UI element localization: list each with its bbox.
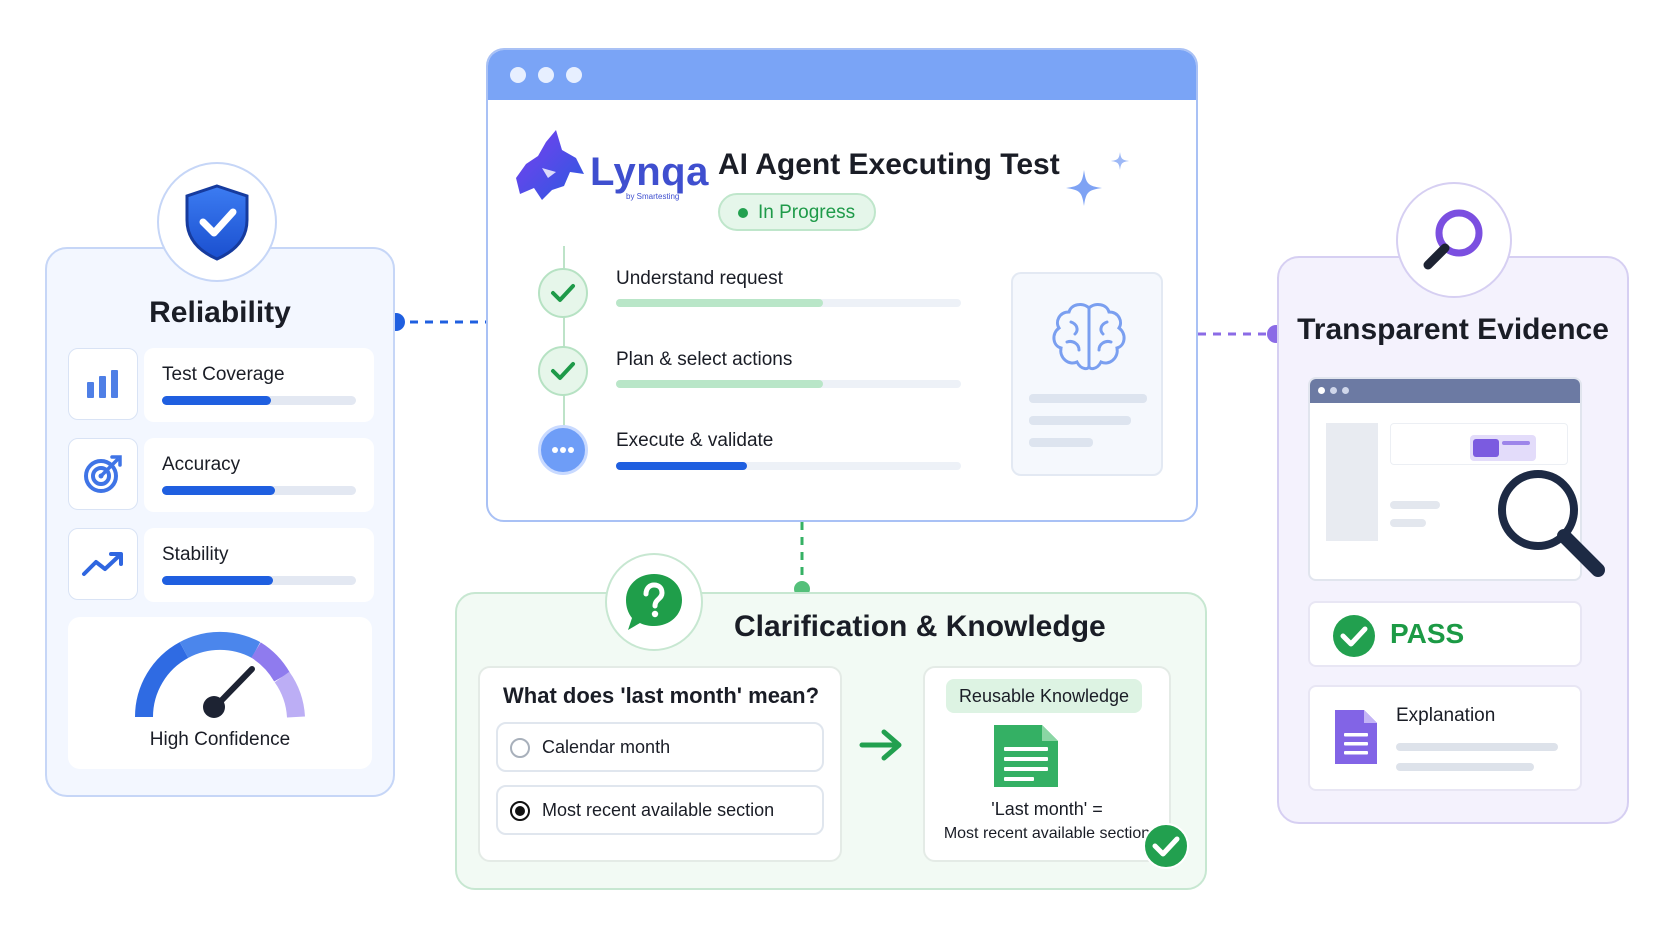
brand-subtitle: by Smartesting xyxy=(626,192,680,201)
explanation-card: Explanation xyxy=(1308,685,1582,791)
metric-label: Accuracy xyxy=(162,454,241,475)
status-text: In Progress xyxy=(758,202,856,223)
step-progress-bar xyxy=(616,299,961,307)
question-chat-icon xyxy=(626,574,682,630)
step-progress-fill xyxy=(616,380,823,388)
evidence-title: Transparent Evidence xyxy=(1297,313,1609,346)
step-progress-fill xyxy=(616,299,823,307)
screenshot-panel xyxy=(1390,423,1568,465)
question-text: What does 'last month' mean? xyxy=(503,683,820,708)
metric-accuracy: Accuracy xyxy=(144,438,374,512)
sparkle-icon xyxy=(1066,152,1129,206)
option-label: Calendar month xyxy=(542,737,671,757)
option-label: Most recent available section xyxy=(542,800,775,820)
step-check-icon xyxy=(538,268,588,318)
window-title-bar xyxy=(488,50,1196,100)
text-placeholder-line xyxy=(1396,743,1558,751)
metric-progress-fill xyxy=(162,576,273,585)
radio-button-selected[interactable] xyxy=(510,801,530,821)
text-placeholder-line xyxy=(1029,416,1131,425)
clarification-badge xyxy=(605,553,703,651)
step-progress-bar xyxy=(616,380,961,388)
knowledge-line-2: Most recent available section xyxy=(943,825,1151,842)
window-dot xyxy=(1330,387,1337,394)
metric-stability: Stability xyxy=(144,528,374,602)
metric-progress-fill xyxy=(162,486,275,495)
text-placeholder-line xyxy=(1029,438,1093,447)
status-dot xyxy=(738,208,748,218)
reliability-badge xyxy=(157,162,277,282)
window-dot xyxy=(1342,387,1349,394)
text-placeholder-line xyxy=(1390,519,1426,527)
status-badge: In Progress xyxy=(718,193,876,231)
result-card: PASS xyxy=(1308,601,1582,667)
check-circle-icon xyxy=(1143,823,1189,869)
arrow-right-icon xyxy=(859,729,902,761)
window-dot xyxy=(510,67,526,83)
step-label: Plan & select actions xyxy=(616,349,793,370)
lynx-logo-icon xyxy=(516,130,584,200)
screenshot-sidebar xyxy=(1326,423,1378,541)
option-calendar-month[interactable]: Calendar month xyxy=(496,722,824,772)
gauge-icon xyxy=(134,632,305,718)
page-title: AI Agent Executing Test xyxy=(718,148,1060,181)
pass-check-icon xyxy=(1333,615,1375,657)
reasoning-card xyxy=(1011,272,1163,476)
step-loading-icon xyxy=(538,425,588,475)
confidence-gauge-card: High Confidence xyxy=(68,617,372,769)
radio-button[interactable] xyxy=(510,738,530,758)
brand-name: Lynqa xyxy=(590,150,709,194)
window-dot xyxy=(1318,387,1325,394)
zoom-magnifier-icon xyxy=(1498,470,1605,577)
knowledge-title: Reusable Knowledge xyxy=(946,679,1142,713)
metric-test-coverage: Test Coverage xyxy=(144,348,374,422)
text-placeholder-line xyxy=(1396,763,1534,771)
brain-icon xyxy=(1052,303,1126,371)
reliability-title: Reliability xyxy=(149,296,291,329)
highlight-line xyxy=(1502,441,1530,445)
metric-progress-bar xyxy=(162,486,356,495)
magnifier-icon xyxy=(1423,209,1483,270)
clarification-title: Clarification & Knowledge xyxy=(734,610,1106,643)
step-progress-fill xyxy=(616,462,748,470)
explanation-label: Explanation xyxy=(1396,705,1496,726)
knowledge-line-1: 'Last month' = xyxy=(991,799,1103,819)
evidence-badge xyxy=(1396,182,1512,298)
option-most-recent-section[interactable]: Most recent available section xyxy=(496,785,824,835)
metric-progress-bar xyxy=(162,576,356,585)
step-label: Understand request xyxy=(616,268,783,289)
step-label: Execute & validate xyxy=(616,430,774,451)
step-check-icon xyxy=(538,346,588,396)
text-placeholder-line xyxy=(1029,394,1147,403)
screenshot-title-bar xyxy=(1310,379,1580,403)
metric-label: Stability xyxy=(162,544,229,565)
bar-chart-icon xyxy=(68,348,138,420)
window-dot xyxy=(538,67,554,83)
metric-progress-bar xyxy=(162,396,356,405)
target-icon xyxy=(68,438,138,510)
metric-label: Test Coverage xyxy=(162,364,285,385)
shield-check-icon xyxy=(185,184,249,261)
result-status: PASS xyxy=(1390,618,1465,649)
gauge-label: High Confidence xyxy=(149,729,291,750)
step-progress-bar xyxy=(616,462,961,470)
trend-up-icon xyxy=(68,528,138,600)
text-placeholder-line xyxy=(1390,501,1440,509)
highlighted-button xyxy=(1473,439,1499,457)
metric-progress-fill xyxy=(162,396,271,405)
explanation-document-icon xyxy=(1335,710,1377,764)
document-icon xyxy=(994,725,1058,787)
window-dot xyxy=(566,67,582,83)
